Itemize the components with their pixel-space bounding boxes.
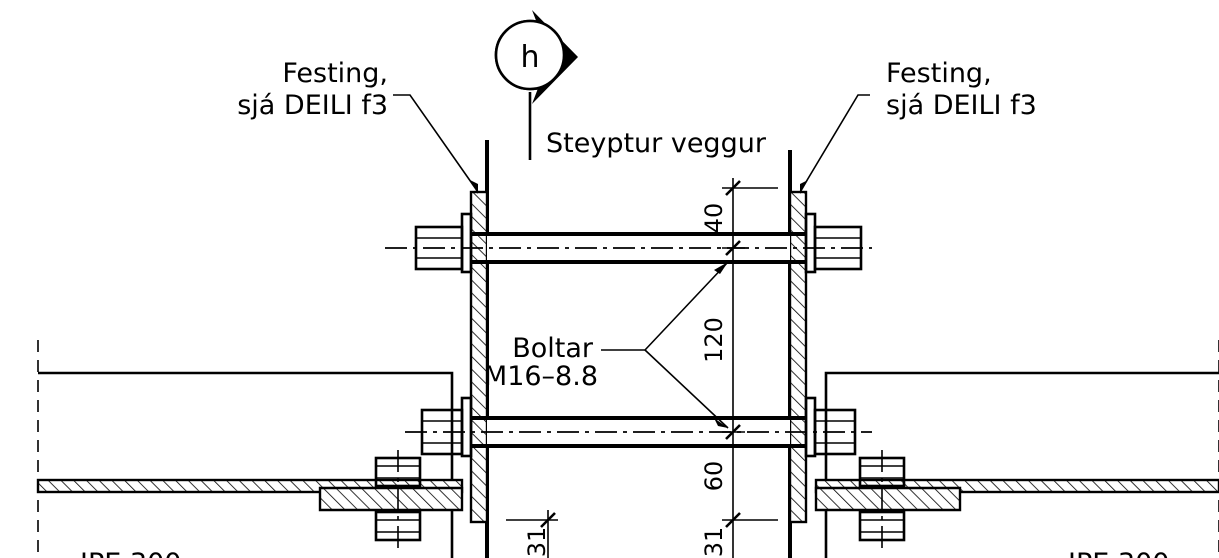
fastening-right-arrowhead bbox=[800, 180, 808, 194]
bolts-arrowhead-lower bbox=[714, 418, 728, 428]
fastening-left-leader bbox=[393, 94, 479, 193]
fastening-right-line2: sjá DEILI f3 bbox=[886, 90, 1037, 121]
end-plate-right bbox=[788, 190, 808, 524]
dim-120: 120 bbox=[700, 317, 728, 363]
section-marker: h bbox=[494, 10, 578, 160]
bolts-arrowhead-upper bbox=[714, 262, 728, 274]
beam-right bbox=[814, 340, 1219, 558]
washer-upper-right bbox=[804, 212, 817, 274]
wall-label: Steyptur veggur bbox=[546, 128, 767, 159]
dimension-chain bbox=[722, 178, 778, 558]
dim-40: 40 bbox=[700, 203, 728, 234]
dim-60: 60 bbox=[700, 461, 728, 492]
bolts-leader-lower bbox=[644, 349, 729, 429]
fastening-left-arrowhead bbox=[470, 180, 478, 194]
washer-upper-left bbox=[460, 212, 473, 274]
beam-label-left: IPE 300 bbox=[80, 548, 181, 558]
bolts-label-line1: Boltar bbox=[512, 333, 594, 364]
fastening-right-leader bbox=[799, 94, 870, 193]
bolt-lower bbox=[405, 408, 872, 456]
washer-lower-right bbox=[804, 396, 817, 458]
fastening-left-line2: sjá DEILI f3 bbox=[237, 90, 388, 121]
fastening-left-line1: Festing, bbox=[282, 58, 388, 89]
end-plate-left bbox=[469, 190, 489, 524]
beam-label-right: IPE 300 bbox=[1068, 548, 1169, 558]
dim-31-left: 31 bbox=[523, 527, 551, 558]
washer-lower-left bbox=[460, 396, 473, 458]
dim-31-right: 31 bbox=[700, 527, 728, 558]
beam-left bbox=[36, 340, 464, 558]
section-marker-letter: h bbox=[520, 40, 539, 75]
bolts-label-line2: M16–8.8 bbox=[484, 361, 598, 392]
fastening-right-line1: Festing, bbox=[886, 58, 992, 89]
